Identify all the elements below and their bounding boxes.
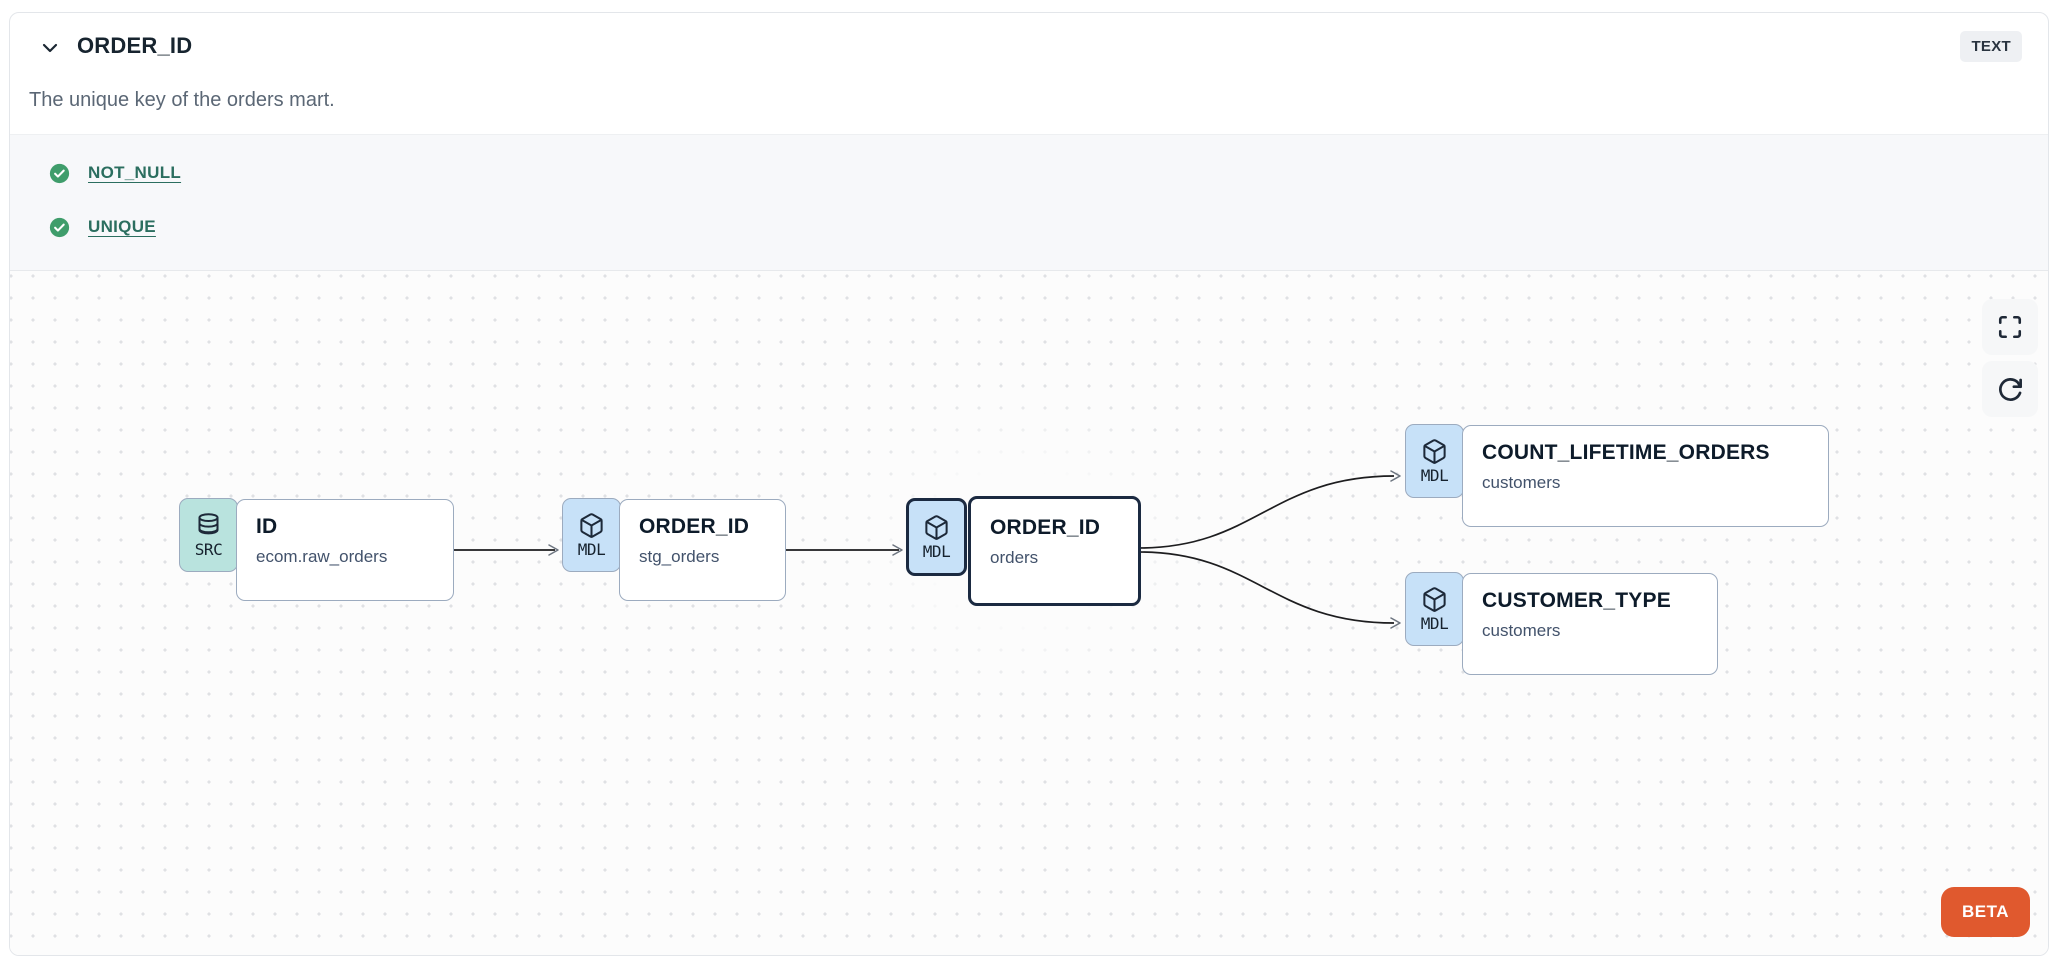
badge-label: MDL — [1420, 613, 1449, 633]
badge-label: MDL — [922, 541, 951, 561]
edge-arrowhead — [892, 544, 903, 556]
edge — [1138, 475, 1395, 549]
edge-arrowhead — [1390, 617, 1401, 629]
column-details-panel: ORDER_ID TEXT The unique key of the orde… — [9, 12, 2049, 956]
node-subtitle: customers — [1482, 621, 1561, 640]
beta-badge: BETA — [1940, 887, 2030, 937]
node-card: ID ecom.raw_orders — [236, 499, 454, 601]
node-title: CUSTOMER_TYPE — [1482, 589, 1671, 612]
cube-icon — [580, 512, 603, 538]
cube-icon — [925, 514, 948, 540]
node-card: ORDER_ID stg_orders — [619, 499, 786, 601]
database-icon — [198, 512, 219, 534]
edge — [1138, 551, 1395, 624]
node-subtitle: customers — [1482, 473, 1561, 492]
test-link-unique[interactable]: UNIQUE — [88, 217, 156, 236]
fullscreen-icon — [1998, 315, 2022, 339]
refresh-button[interactable] — [1982, 361, 2038, 417]
node-subtitle: stg_orders — [639, 547, 720, 566]
node-title: ID — [256, 515, 278, 538]
badge-label: SRC — [194, 539, 223, 559]
refresh-icon — [1998, 377, 2022, 401]
node-subtitle: orders — [990, 548, 1039, 567]
node-subtitle: ecom.raw_orders — [256, 547, 388, 566]
column-type-badge: TEXT — [1960, 31, 2022, 62]
model-node-badge: MDL — [1405, 572, 1464, 646]
edge-arrowhead — [1390, 470, 1401, 482]
node-title: COUNT_LIFETIME_ORDERS — [1482, 441, 1770, 464]
check-circle-icon — [49, 217, 70, 237]
column-description: The unique key of the orders mart. — [29, 89, 335, 111]
canvas-controls — [1982, 299, 2038, 417]
fullscreen-button[interactable] — [1982, 299, 2038, 355]
model-node-badge: MDL — [562, 498, 621, 572]
badge-label: MDL — [577, 539, 606, 559]
lineage-canvas[interactable]: SRC ID ecom.raw_orders MDL ORDER_ID stg_… — [10, 271, 2048, 955]
cube-icon — [1423, 438, 1446, 464]
chevron-down-icon[interactable] — [37, 35, 63, 61]
model-node-badge: MDL — [1405, 424, 1464, 498]
column-title: ORDER_ID — [77, 33, 193, 58]
node-card: ORDER_ID orders — [968, 496, 1141, 606]
lineage-edges — [454, 470, 1401, 629]
model-node-badge: MDL — [906, 498, 967, 576]
test-row: NOT_NULL — [49, 161, 2048, 185]
test-link-not-null[interactable]: NOT_NULL — [88, 163, 182, 182]
source-node-badge: SRC — [179, 498, 238, 572]
edge-arrowhead — [548, 544, 559, 556]
panel-header: ORDER_ID TEXT The unique key of the orde… — [10, 13, 2048, 111]
test-row: UNIQUE — [49, 215, 2048, 239]
check-circle-icon — [49, 163, 70, 183]
badge-label: MDL — [1420, 465, 1449, 485]
node-card: COUNT_LIFETIME_ORDERS customers — [1462, 425, 1829, 527]
node-title: ORDER_ID — [990, 516, 1101, 539]
cube-icon — [1423, 586, 1446, 612]
node-title: ORDER_ID — [639, 515, 750, 538]
node-card: CUSTOMER_TYPE customers — [1462, 573, 1718, 675]
tests-section: NOT_NULL UNIQUE — [10, 134, 2048, 271]
